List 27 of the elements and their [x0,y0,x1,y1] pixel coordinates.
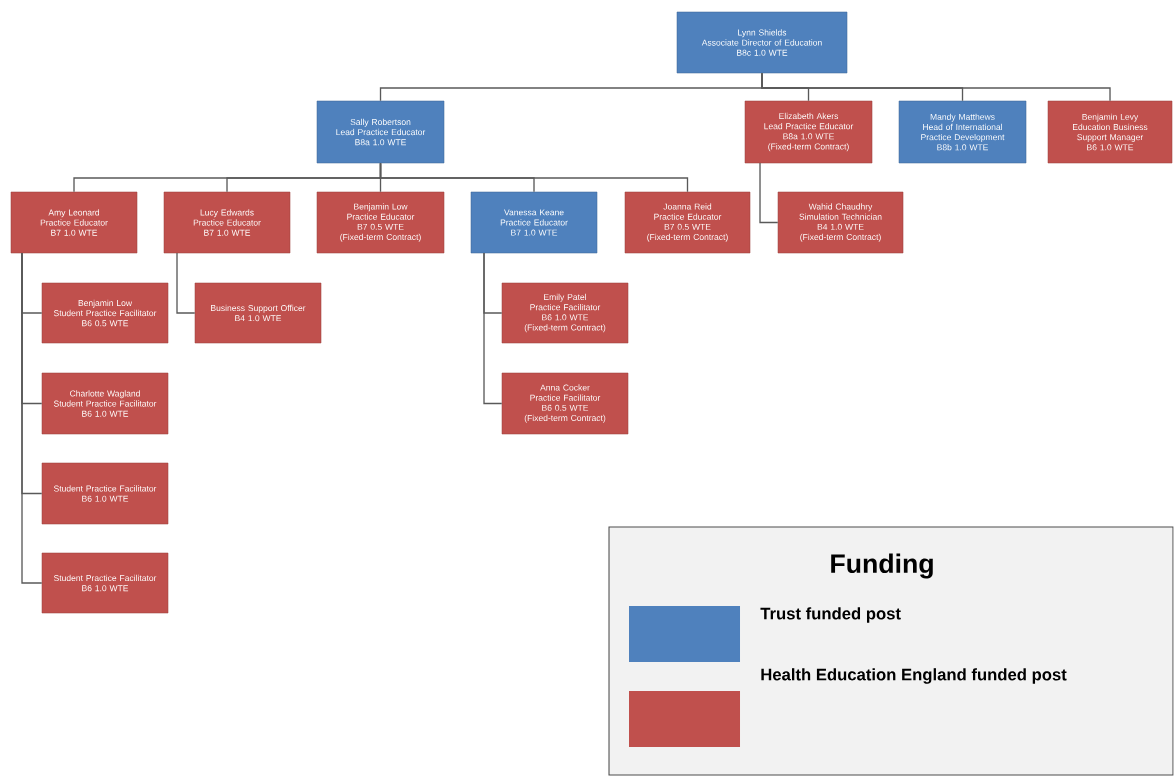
position-box: Joanna Reid Practice Educator B7 0.5 WTE (Fixed-term Contract) [624,191,751,254]
position-box: Sally Robertson Lead Practice Educator B8a 1.0 WTE [316,100,445,164]
connector-line [176,252,196,314]
position-box: Mandy Matthews Head of International Practice Development B8b 1.0 WTE [898,100,1027,164]
legend-title: Funding [831,553,933,579]
position-box: Benjamin Low Student Practice Facilitator B6 0.5 WTE [41,282,169,344]
position-box: Benjamin Low Practice Educator B7 0.5 WTE (Fixed-term Contract) [316,191,445,254]
position-box: Benjamin Levy Education Business Support Manager B6 1.0 WTE [1047,100,1173,164]
position-box: Lynn Shields Associate Director of Education B8c 1.0 WTE [676,11,848,74]
position-box: Elizabeth Akers Lead Practice Educator B8a 1.0 WTE (Fixed-term Contract) [744,100,873,164]
position-box: Business Support Officer B4 1.0 WTE [194,282,322,344]
position-box: Student Practice Facilitator B6 1.0 WTE [41,462,169,525]
position-box: Anna Cocker Practice Facilitator B6 0.5 WTE (Fixed-term Contract) [501,372,629,435]
connector-line [759,162,779,224]
connector-line [761,72,1111,102]
position-box: Emily Patel Practice Facilitator B6 1.0 WTE (Fixed-term Contract) [501,282,629,344]
legend-label: Trust funded post [760,607,901,623]
connector-line [21,252,43,584]
position-box: Vanessa Keane Practice Educator B7 1.0 WTE [470,191,598,254]
legend-label: Health Education England funded post [761,668,1067,684]
position-box: Student Practice Facilitator B6 1.0 WTE [41,552,169,614]
connector-line [483,252,503,405]
position-box: Lucy Edwards Practice Educator B7 1.0 WTE [163,191,291,254]
position-box: Wahid Chaudhry Simulation Technician B4 1.0 WTE (Fixed-term Contract) [777,191,904,254]
connector-line [379,162,689,193]
position-box: Amy Leonard Practice Educator B7 1.0 WTE [10,191,138,254]
position-box: Charlotte Wagland Student Practice Facilitator B6 1.0 WTE [41,372,169,435]
